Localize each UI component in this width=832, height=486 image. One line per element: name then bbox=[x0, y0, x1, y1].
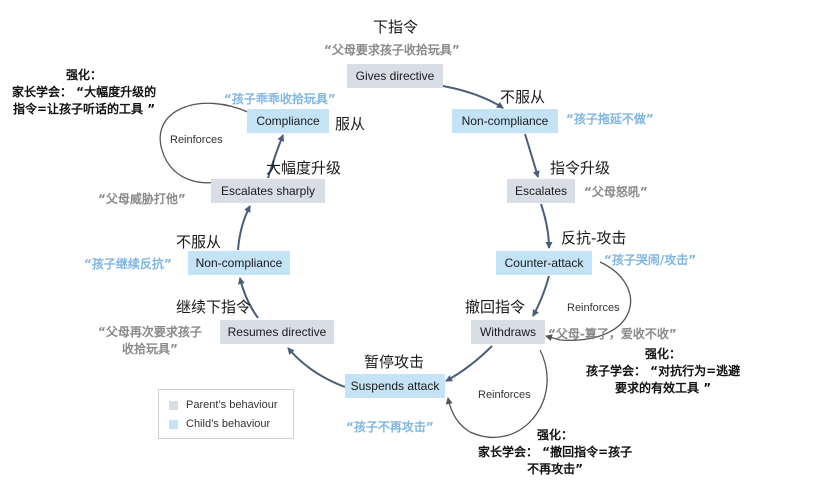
arrow-noncompliance-to-escalates bbox=[524, 133, 540, 178]
node-resumes-directive: Resumes directive bbox=[220, 320, 334, 344]
note-top-left-line1: 强化： bbox=[66, 68, 103, 82]
label-zh-suspends-attack: 暂停攻击 bbox=[364, 353, 425, 371]
node-gives-directive: Gives directive bbox=[347, 64, 443, 88]
label-zh-non-compliance-right: 不服从 bbox=[500, 88, 546, 106]
loop-left-reinforces bbox=[159, 102, 251, 186]
note-right-line1: 强化： bbox=[645, 347, 682, 361]
arrow-noncompliance-to-escalates-sharply bbox=[237, 205, 251, 251]
label-zh-escalates-sharply: 大幅度升级 bbox=[266, 159, 342, 177]
node-escalates-sharply: Escalates sharply bbox=[211, 179, 325, 203]
arrow-withdraws-to-suspends bbox=[445, 345, 493, 382]
reinforcement-note-right: 强化： 孩子学会： “对抗行为=逃避 要求的有效工具 ” bbox=[586, 346, 740, 397]
label-zh-withdraws: 撤回指令 bbox=[465, 298, 526, 316]
node-non-compliance-left: Non-compliance bbox=[188, 251, 290, 275]
node-withdraws: Withdraws bbox=[471, 320, 545, 344]
quote-compliance: “孩子乖乖收拾玩具” bbox=[224, 92, 336, 106]
quote-escalates: “父母怒吼” bbox=[584, 185, 648, 199]
node-suspends-attack: Suspends attack bbox=[345, 374, 445, 398]
legend: Parent’s behaviour Child’s behaviour bbox=[158, 389, 294, 439]
note-right-line2: 孩子学会： “对抗行为=逃避 bbox=[586, 364, 741, 378]
label-zh-resumes-directive: 继续下指令 bbox=[176, 298, 252, 316]
node-compliance: Compliance bbox=[247, 109, 329, 133]
reinforcement-note-bottom: 强化： 家长学会： “撤回指令=孩子 不再攻击” bbox=[478, 427, 632, 478]
quote-escalates-sharply: “父母威胁打他” bbox=[98, 192, 186, 206]
arrow-escalates-to-counterattack bbox=[540, 203, 553, 249]
label-zh-gives-directive: 下指令 bbox=[373, 18, 419, 36]
arrow-resumes-to-noncompliance bbox=[237, 277, 259, 319]
reinforces-label-bottom: Reinforces bbox=[478, 389, 531, 401]
reinforces-label-right: Reinforces bbox=[567, 302, 620, 314]
quote-resumes-directive: “父母再次要求孩子 收拾玩具” bbox=[98, 324, 202, 358]
node-counter-attack: Counter-attack bbox=[496, 251, 592, 275]
legend-swatch-child bbox=[169, 419, 178, 429]
loop-right-reinforces bbox=[545, 261, 632, 342]
note-bottom-line2: 家长学会： “撤回指令=孩子 bbox=[478, 445, 633, 459]
label-zh-counter-attack: 反抗-攻击 bbox=[561, 229, 627, 247]
arrow-suspends-to-resumes bbox=[287, 347, 346, 388]
reinforcement-note-top-left: 强化： 家长学会： “大幅度升级的 指令=让孩子听话的工具 ” bbox=[12, 67, 156, 118]
note-top-left-line2: 家长学会： “大幅度升级的 bbox=[12, 85, 157, 99]
legend-label-child: Child’s behaviour bbox=[186, 418, 271, 430]
reinforces-label-left: Reinforces bbox=[170, 134, 223, 146]
loop-bottom-reinforces bbox=[445, 349, 548, 438]
legend-swatch-parent bbox=[169, 400, 178, 410]
label-zh-escalates: 指令升级 bbox=[550, 159, 611, 177]
quote-withdraws: “父母-算了，爱收不收” bbox=[548, 327, 677, 341]
arrow-counterattack-to-withdraws bbox=[532, 275, 550, 317]
node-non-compliance-right: Non-compliance bbox=[452, 109, 558, 133]
note-bottom-line1: 强化： bbox=[537, 428, 574, 442]
legend-row-child: Child’s behaviour bbox=[169, 417, 270, 431]
note-top-left-line3: 指令=让孩子听话的工具 ” bbox=[12, 102, 156, 116]
quote-non-compliance-left: “孩子继续反抗” bbox=[84, 257, 172, 271]
arrow-escalates-sharply-to-compliance bbox=[267, 134, 285, 179]
legend-label-parent: Parent’s behaviour bbox=[186, 399, 278, 411]
quote-resumes-directive-line1: “父母再次要求孩子 bbox=[98, 325, 202, 339]
quote-counter-attack: “孩子哭闹/攻击” bbox=[604, 253, 697, 267]
note-right-line3: 要求的有效工具 ” bbox=[615, 381, 712, 395]
arrow-gives-to-noncompliance bbox=[442, 85, 504, 109]
quote-non-compliance-right: “孩子拖延不做” bbox=[566, 112, 654, 126]
quote-resumes-directive-line2: 收拾玩具” bbox=[122, 342, 178, 356]
label-zh-non-compliance-left: 不服从 bbox=[176, 233, 222, 251]
quote-suspends-attack: “孩子不再攻击” bbox=[346, 420, 434, 434]
note-bottom-line3: 不再攻击” bbox=[527, 462, 583, 476]
label-zh-compliance: 服从 bbox=[335, 115, 366, 133]
legend-row-parent: Parent’s behaviour bbox=[169, 398, 278, 412]
quote-gives-directive: “父母要求孩子收拾玩具” bbox=[324, 43, 460, 57]
node-escalates: Escalates bbox=[507, 179, 575, 203]
